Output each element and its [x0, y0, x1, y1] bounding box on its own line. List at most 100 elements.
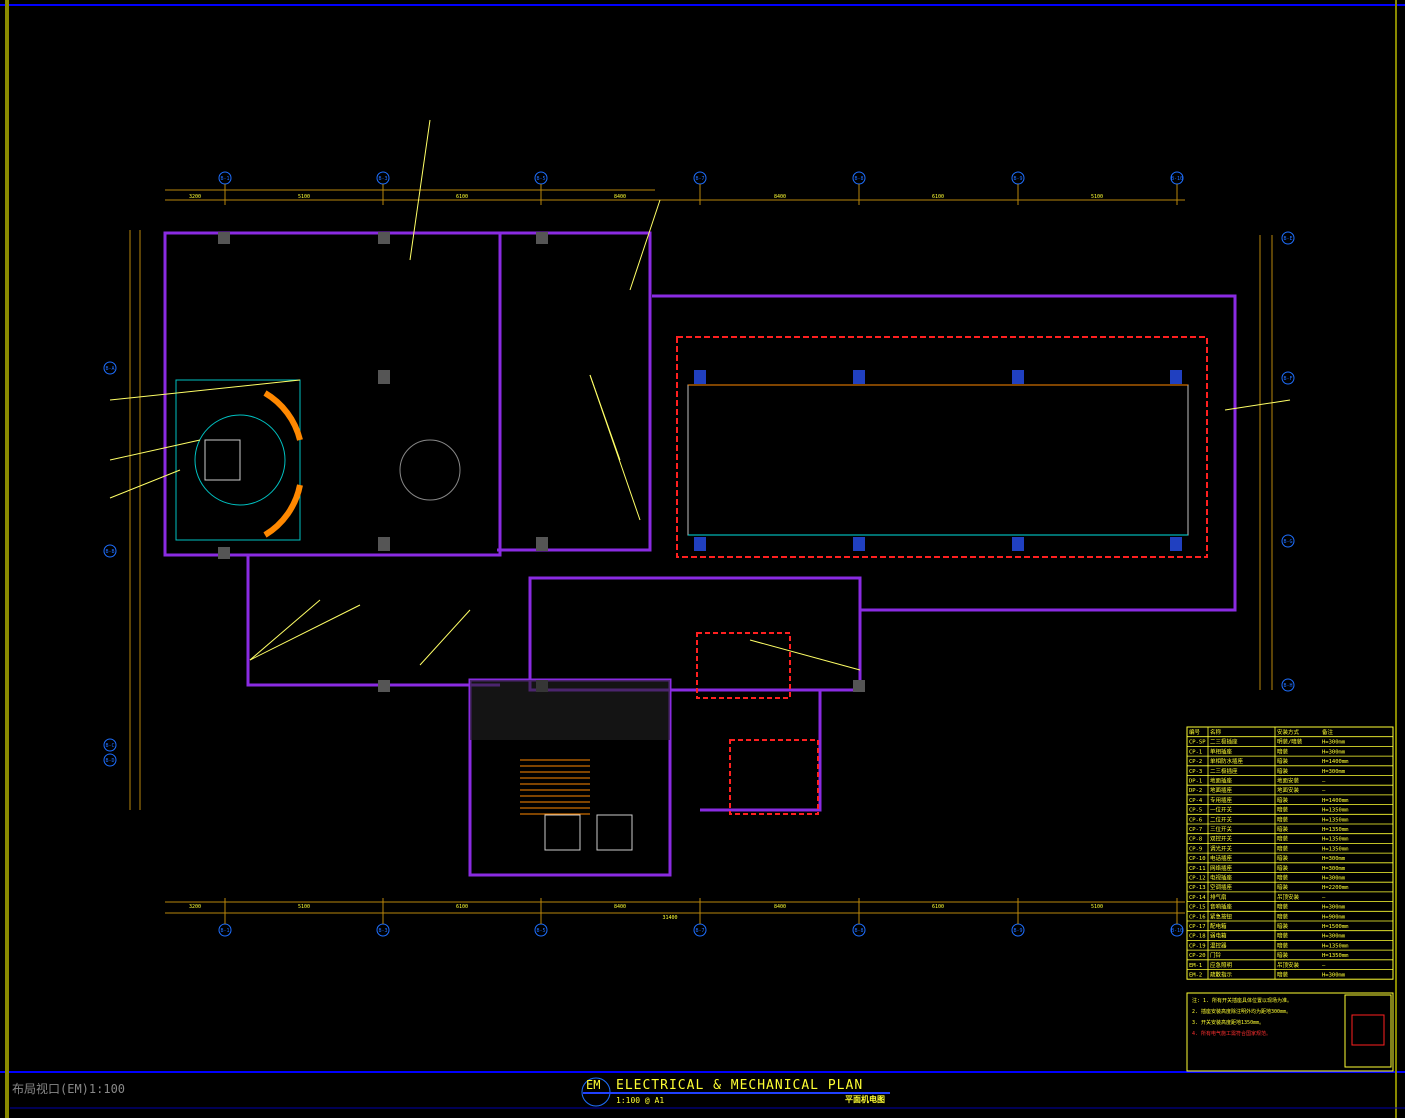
svg-text:紧急按钮: 紧急按钮: [1210, 912, 1233, 920]
svg-text:—: —: [1322, 779, 1326, 785]
svg-text:CP-19: CP-19: [1189, 943, 1206, 949]
svg-text:CP-5: CP-5: [1189, 808, 1202, 814]
svg-text:CP-12: CP-12: [1189, 876, 1206, 882]
grid-bubble-top: B-8: [852, 171, 866, 185]
svg-text:名称: 名称: [1210, 728, 1222, 736]
svg-text:编号: 编号: [1189, 728, 1201, 736]
svg-text:B-5: B-5: [536, 928, 545, 934]
grid-bubble-bottom: B-8: [852, 923, 866, 937]
svg-text:B-F: B-F: [1283, 376, 1292, 382]
svg-text:电话插座: 电话插座: [1210, 854, 1233, 862]
svg-text:CP-4: CP-4: [1189, 798, 1203, 804]
dimension-label: 5100: [1091, 194, 1103, 200]
dimension-label: 8400: [774, 904, 786, 910]
svg-text:B-E: B-E: [1283, 236, 1292, 242]
svg-text:CP-7: CP-7: [1189, 827, 1202, 833]
dimension-label: 3200: [189, 904, 201, 910]
svg-text:B-5: B-5: [536, 176, 545, 182]
note-line: 注: 1. 所有开关插座具体位置以现场为准。: [1192, 997, 1292, 1004]
svg-text:CP-17: CP-17: [1189, 924, 1206, 930]
spiral-stair: [194, 414, 286, 506]
dimension-label: 6100: [932, 904, 944, 910]
grid-bubble-left: B-D: [103, 753, 117, 767]
svg-text:暗装: 暗装: [1277, 806, 1289, 814]
svg-text:H=900mm: H=900mm: [1322, 914, 1346, 920]
note-line: 4. 所有电气施工需符合国家规范。: [1192, 1030, 1271, 1037]
svg-text:B-B: B-B: [105, 549, 114, 555]
dimension-label: 8400: [614, 194, 626, 200]
svg-text:暗装: 暗装: [1277, 903, 1289, 911]
grid-bubble-top: B-9: [1011, 171, 1025, 185]
stair: [520, 759, 590, 815]
grid-bubble-right: B-G: [1281, 534, 1295, 548]
dimension-label: 5100: [298, 904, 310, 910]
svg-text:一位开关: 一位开关: [1210, 806, 1233, 814]
svg-text:B-D: B-D: [105, 758, 114, 764]
svg-text:H=2200mm: H=2200mm: [1322, 885, 1349, 891]
svg-text:H=300mm: H=300mm: [1322, 934, 1346, 940]
svg-text:H=1350mm: H=1350mm: [1322, 943, 1349, 949]
svg-text:B-C: B-C: [105, 743, 114, 749]
svg-text:温控器: 温控器: [1210, 941, 1227, 949]
svg-text:H=1350mm: H=1350mm: [1322, 817, 1349, 823]
legend-header: 编号 名称 安装方式 备注: [1189, 728, 1334, 736]
svg-text:地面插座: 地面插座: [1210, 786, 1233, 794]
svg-text:吊顶安装: 吊顶安装: [1277, 961, 1300, 969]
notes-box: [1186, 992, 1394, 1072]
svg-text:暗装: 暗装: [1277, 922, 1289, 930]
dimension-label: 5100: [298, 194, 310, 200]
svg-text:H=300mm: H=300mm: [1322, 856, 1346, 862]
svg-text:H=1350mm: H=1350mm: [1322, 827, 1349, 833]
svg-text:暗装: 暗装: [1277, 796, 1289, 804]
sheet-scale: 1:100 @ A1: [616, 1096, 665, 1105]
svg-text:H=1400mm: H=1400mm: [1322, 798, 1349, 804]
svg-text:安装方式: 安装方式: [1277, 728, 1300, 736]
svg-text:CP-8: CP-8: [1189, 837, 1202, 843]
svg-text:二位开关: 二位开关: [1210, 815, 1233, 823]
svg-text:备注: 备注: [1322, 728, 1334, 736]
svg-text:单相插座: 单相插座: [1210, 747, 1233, 755]
svg-text:配电箱: 配电箱: [1210, 922, 1227, 930]
svg-text:CP-16: CP-16: [1189, 914, 1206, 920]
svg-text:CP-6: CP-6: [1189, 817, 1202, 823]
dimension-label: 8400: [774, 194, 786, 200]
svg-text:H=1350mm: H=1350mm: [1322, 953, 1349, 959]
hall-zone: [676, 336, 1208, 558]
grid-bubble-bottom: B-1: [218, 923, 232, 937]
svg-text:暗装: 暗装: [1277, 971, 1289, 979]
svg-text:CP-11: CP-11: [1189, 866, 1206, 872]
svg-text:暗装: 暗装: [1277, 883, 1289, 891]
grid-bubble-top: B-1: [218, 171, 232, 185]
svg-text:B-G: B-G: [1283, 539, 1292, 545]
dimension-label: 6100: [932, 194, 944, 200]
svg-text:调光开关: 调光开关: [1210, 844, 1233, 852]
svg-text:DP-1: DP-1: [1189, 779, 1202, 785]
svg-text:暗装: 暗装: [1277, 874, 1289, 882]
rotunda: [399, 439, 461, 501]
svg-text:暗装: 暗装: [1277, 932, 1289, 940]
grid-bubble-left: B-A: [103, 361, 117, 375]
svg-text:—: —: [1322, 788, 1326, 794]
svg-text:DP-2: DP-2: [1189, 788, 1202, 794]
svg-text:疏散指示: 疏散指示: [1210, 971, 1233, 979]
svg-text:暗装: 暗装: [1277, 767, 1289, 775]
note-line: 2. 插座安装高度除注明外均为距地300mm。: [1192, 1008, 1291, 1015]
svg-text:门铃: 门铃: [1210, 951, 1222, 959]
svg-text:电视插座: 电视插座: [1210, 874, 1233, 882]
svg-text:CP-14: CP-14: [1189, 895, 1206, 901]
svg-text:单相防水插座: 单相防水插座: [1210, 757, 1244, 765]
dimension-label: 8400: [614, 904, 626, 910]
